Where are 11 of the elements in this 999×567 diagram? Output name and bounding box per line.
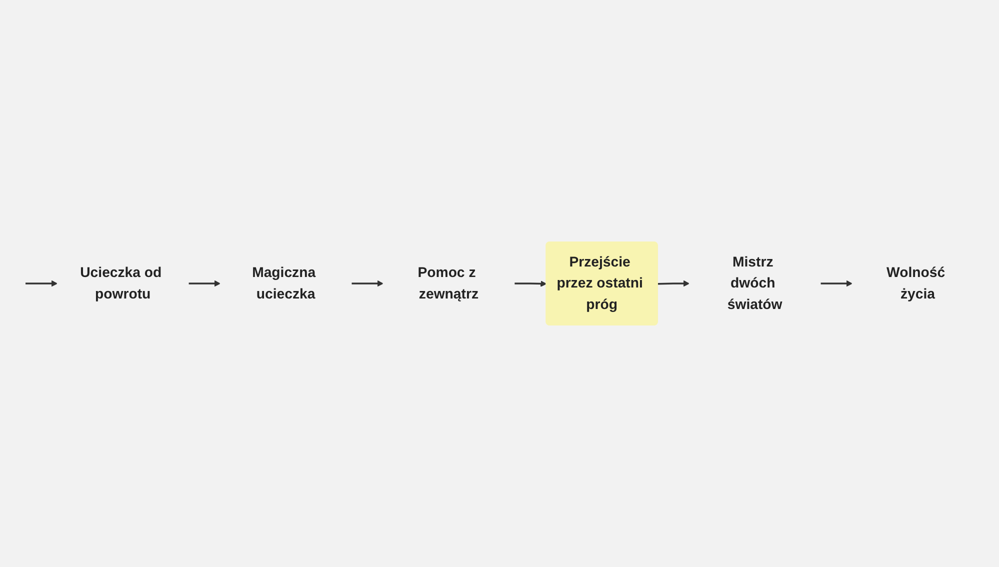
node-text: Mistrz dwóch światów	[727, 254, 782, 312]
arrow	[351, 280, 384, 287]
arrow	[26, 280, 58, 287]
arrow	[820, 280, 852, 287]
node-text: Ucieczka od powrotu	[80, 265, 162, 302]
arrow	[188, 280, 220, 287]
node-text: Wolność życia	[886, 265, 946, 302]
node-text: Pomoc z zewnątrz	[418, 265, 479, 302]
arrow	[514, 280, 547, 287]
node-text: Magiczna ucieczka	[252, 265, 316, 302]
arrow	[658, 280, 690, 287]
